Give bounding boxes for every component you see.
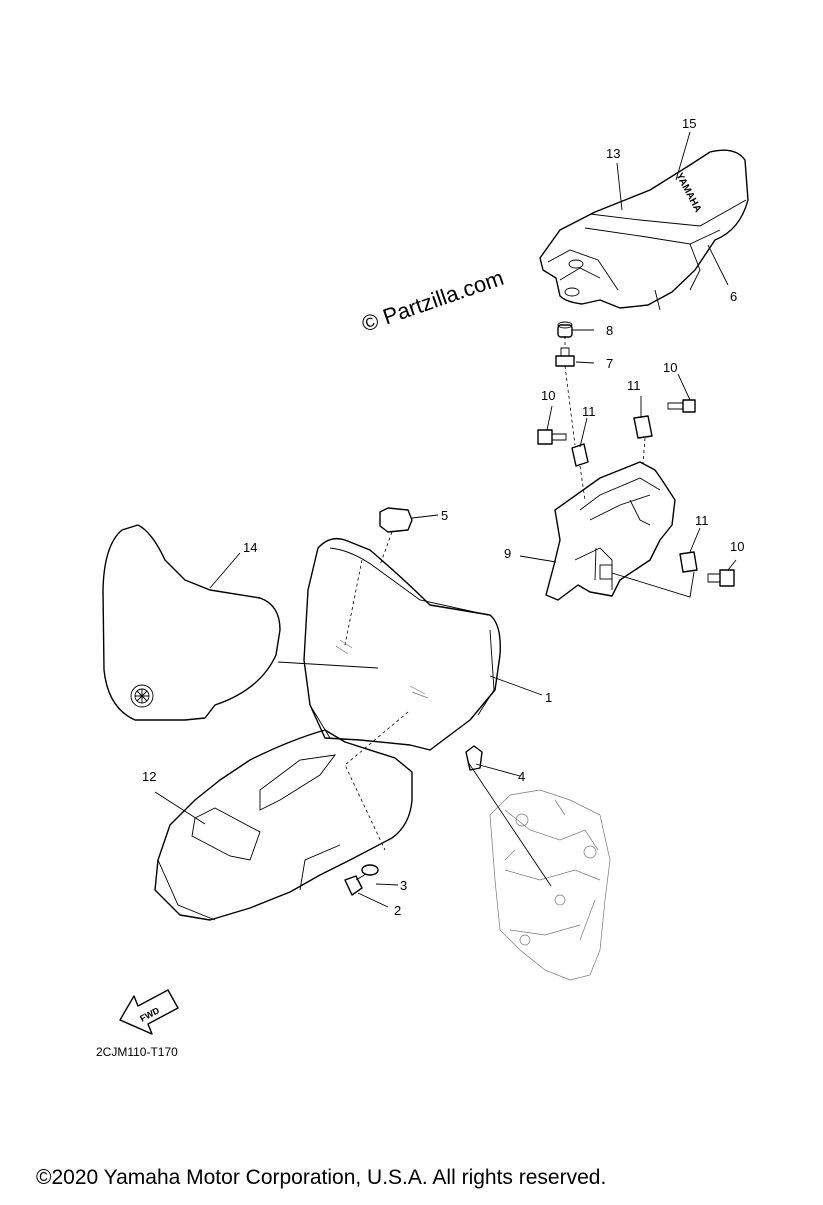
- part-10-bolt-a: [537, 429, 567, 445]
- part-7-bolt: [555, 347, 575, 367]
- part-11-clip-b: [633, 415, 653, 439]
- callout-10-c: 10: [730, 539, 744, 554]
- callout-11-c: 11: [695, 513, 709, 528]
- part-1-front-cover: [303, 537, 501, 751]
- callout-14: 14: [243, 540, 257, 555]
- part-5-damper: [379, 507, 413, 566]
- copyright-notice: ©2020 Yamaha Motor Corporation, U.S.A. A…: [36, 1166, 606, 1189]
- callout-1: 1: [545, 690, 552, 705]
- callout-2: 2: [394, 903, 401, 918]
- fwd-label: FWD: [138, 1005, 161, 1024]
- part-9-bracket: [545, 461, 676, 601]
- fwd-arrow-icon: FWD: [119, 989, 179, 1035]
- callout-15: 15: [682, 116, 696, 131]
- callout-12: 12: [142, 769, 156, 784]
- part-11-clip-c: [679, 551, 698, 573]
- watermark: © Partzilla.com: [358, 265, 506, 337]
- part-10-bolt-c: [707, 569, 735, 587]
- callout-10-a: 10: [541, 388, 555, 403]
- part-3-washer: [361, 864, 379, 876]
- part-11-clip-a: [571, 443, 589, 467]
- part-6-rear-seat: YAMAHA: [539, 149, 749, 311]
- frame-outline: [489, 789, 611, 981]
- callout-11-a: 11: [582, 404, 596, 419]
- callout-3: 3: [400, 878, 407, 893]
- part-14-side-panel: [102, 524, 281, 721]
- diagram-code: 2CJM110-T170: [96, 1045, 178, 1059]
- callout-9: 9: [504, 546, 511, 561]
- callout-11-b: 11: [627, 378, 641, 393]
- part-8-collar: [557, 321, 573, 338]
- part-10-bolt-b: [667, 399, 696, 413]
- part-4-clip: [465, 745, 483, 771]
- callout-13: 13: [606, 146, 620, 161]
- callout-10-b: 10: [663, 360, 677, 375]
- part-12-fender: [154, 711, 413, 921]
- part-2-bolt: [344, 873, 367, 896]
- callout-4: 4: [518, 769, 525, 784]
- callout-7: 7: [606, 356, 613, 371]
- callout-8: 8: [606, 323, 613, 338]
- callout-6: 6: [730, 289, 737, 304]
- seat-brand-text: YAMAHA: [673, 171, 703, 214]
- callout-5: 5: [441, 508, 448, 523]
- yamaha-emblem-icon: [130, 684, 154, 708]
